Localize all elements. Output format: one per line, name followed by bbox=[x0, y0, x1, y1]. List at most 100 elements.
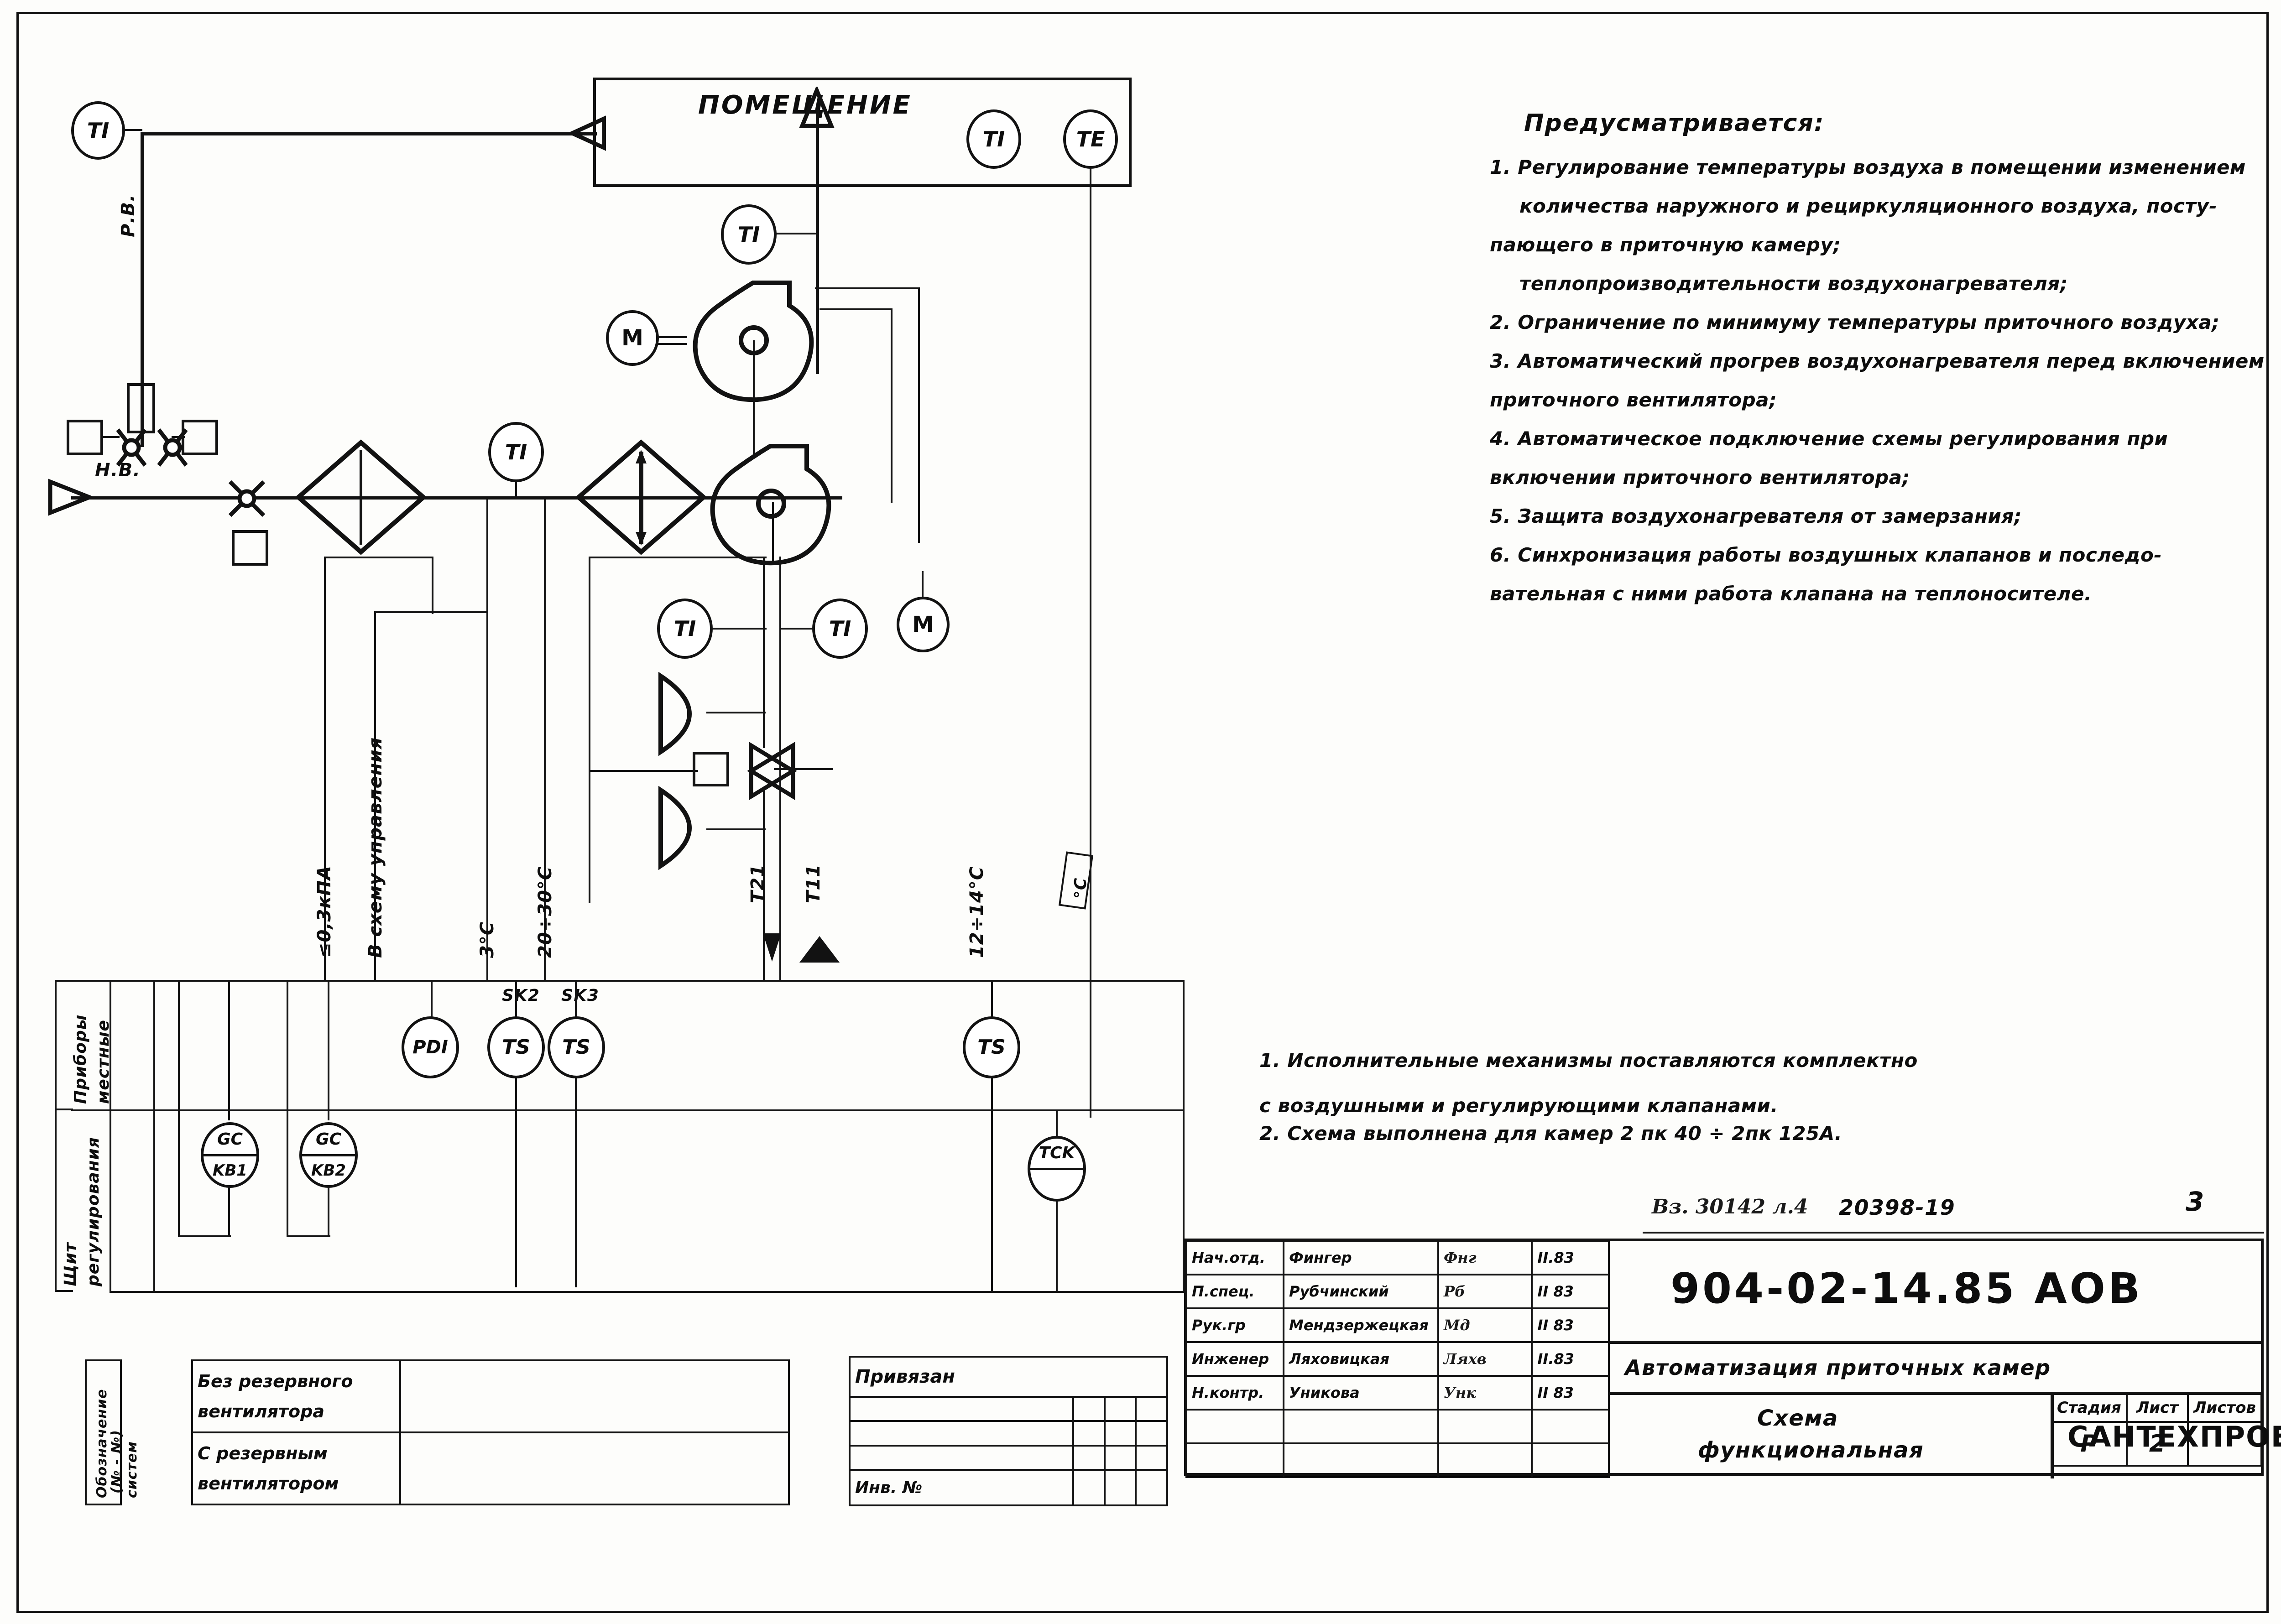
instrument-tag: TE bbox=[1076, 127, 1105, 151]
wire-b bbox=[178, 981, 180, 1236]
valve-actuator-box[interactable] bbox=[693, 752, 729, 786]
drawing-frame-outer bbox=[16, 12, 2269, 1613]
wire-a bbox=[153, 981, 155, 1291]
drawing-title: Автоматизация приточных камер bbox=[1625, 1355, 2051, 1380]
approval-name: Фингер bbox=[1283, 1240, 1439, 1275]
control-scheme-line bbox=[374, 611, 376, 981]
instrument-ti-heater-in[interactable]: TI bbox=[657, 599, 713, 659]
ti-filter-lead bbox=[515, 481, 517, 499]
approval-date bbox=[1531, 1409, 1610, 1444]
note-line: с воздушными и регулирующими клапанами. bbox=[1259, 1094, 1778, 1117]
approval-signature: Фнг bbox=[1437, 1240, 1533, 1275]
stage-value: Р bbox=[2051, 1421, 2128, 1467]
instrument-ts-sk3[interactable]: TS bbox=[548, 1016, 605, 1078]
instrument-tck[interactable]: TCK bbox=[1028, 1136, 1086, 1202]
systems-row-label-1b: вентилятора bbox=[198, 1401, 324, 1421]
switch-tag-sk3: SK3 bbox=[561, 986, 600, 1005]
instrument-ti-heater-out[interactable]: TI bbox=[812, 599, 868, 659]
ti-heater-in-lead bbox=[712, 628, 767, 630]
approval-signature bbox=[1437, 1409, 1533, 1444]
binding-cell[interactable] bbox=[1103, 1444, 1137, 1471]
approval-name bbox=[1283, 1442, 1439, 1478]
systems-table-wrap: Обозначение (№ - №) систем Без резервног… bbox=[84, 1359, 790, 1505]
approval-role bbox=[1185, 1442, 1284, 1478]
binding-cell[interactable] bbox=[848, 1396, 1075, 1422]
air-filter-icon bbox=[295, 439, 427, 555]
approval-signature bbox=[1437, 1442, 1533, 1478]
instrument-ti-supply[interactable]: TI bbox=[721, 204, 777, 265]
note-line: 2. Схема выполнена для камер 2 пк 40 ÷ 2… bbox=[1259, 1122, 1843, 1145]
systems-row-label-1: Без резервного вентилятора bbox=[191, 1359, 402, 1433]
motor-exhaust-fan[interactable]: M bbox=[606, 310, 659, 366]
binding-cell[interactable] bbox=[1103, 1396, 1137, 1422]
wire-tck2 bbox=[1056, 1200, 1058, 1291]
temp3c-line bbox=[486, 498, 488, 981]
instrument-tag-bottom: KB1 bbox=[213, 1161, 247, 1180]
binding-cell[interactable] bbox=[1072, 1469, 1106, 1506]
supply-arrow-icon bbox=[799, 87, 835, 128]
wire-ts bbox=[991, 981, 993, 1017]
systems-row-value-2[interactable] bbox=[399, 1431, 790, 1505]
binding-cell[interactable] bbox=[1103, 1469, 1137, 1506]
instrument-te-room[interactable]: TE bbox=[1063, 109, 1118, 169]
heat-return-label: Т11 bbox=[803, 864, 824, 903]
instrument-tag: PDI bbox=[412, 1037, 448, 1058]
damper-actuator-right[interactable] bbox=[182, 420, 218, 455]
instrument-ts-supply[interactable]: TS bbox=[963, 1016, 1020, 1078]
instrument-tag: TI bbox=[505, 440, 527, 464]
outside-damper-actuator[interactable] bbox=[232, 530, 268, 566]
motor-tag: M bbox=[912, 612, 934, 637]
binding-cell[interactable] bbox=[1135, 1396, 1168, 1422]
instrument-pdi-filter[interactable]: PDI bbox=[402, 1016, 459, 1078]
approval-name bbox=[1283, 1409, 1439, 1444]
note-line: 3. Автоматический прогрев воздухонагрева… bbox=[1490, 350, 2265, 372]
stage-header: Стадия bbox=[2051, 1393, 2128, 1423]
binding-cell[interactable] bbox=[1103, 1420, 1137, 1447]
instrument-ti-recirc[interactable]: TI bbox=[71, 101, 125, 160]
binding-cell[interactable] bbox=[1072, 1396, 1106, 1422]
pump-icon-2 bbox=[658, 786, 692, 870]
instrument-gc-kb2[interactable]: GC KB2 bbox=[299, 1122, 358, 1188]
air-heater-icon bbox=[575, 439, 707, 555]
doc-kind-1: Схема bbox=[1757, 1405, 1838, 1431]
notes-bottom-block: 1. Исполнительные механизмы поставляются… bbox=[1259, 1049, 1918, 1145]
systems-spacer-cell bbox=[121, 1360, 192, 1432]
brace-local-b bbox=[55, 1109, 73, 1110]
systems-row-label-2b: вентилятором bbox=[198, 1473, 339, 1494]
recirc-down-2 bbox=[141, 315, 144, 447]
sheets-header: Листов bbox=[2187, 1393, 2262, 1423]
motor-exhaust-lead bbox=[658, 336, 687, 338]
motor-exhaust-lead2 bbox=[658, 343, 687, 345]
binding-cell[interactable] bbox=[848, 1444, 1075, 1471]
instrument-ti-room[interactable]: TI bbox=[966, 109, 1021, 169]
functional-schematic: ПОМЕЩЕНИЕ TI TE TI Р.В. TI bbox=[27, 18, 1195, 1369]
instrument-gc-kb1[interactable]: GC KB1 bbox=[201, 1122, 259, 1188]
supply-duct-riser bbox=[816, 109, 819, 374]
binding-cell[interactable] bbox=[1135, 1469, 1168, 1506]
org-divider-v bbox=[2051, 1392, 2054, 1478]
approval-date: II.83 bbox=[1531, 1341, 1610, 1377]
binding-cell[interactable] bbox=[1072, 1420, 1106, 1447]
binding-cell[interactable] bbox=[1135, 1420, 1168, 1447]
motor-supply-fan[interactable]: M bbox=[897, 597, 950, 652]
damper-actuator-left[interactable] bbox=[67, 420, 103, 455]
pump-icon-1 bbox=[658, 671, 692, 756]
binding-cell[interactable] bbox=[848, 1420, 1075, 1447]
binding-cell[interactable] bbox=[1135, 1444, 1168, 1471]
systems-row-value-1[interactable] bbox=[399, 1359, 790, 1433]
binding-cell[interactable] bbox=[1072, 1444, 1106, 1471]
instrument-tag: TI bbox=[829, 616, 851, 641]
systems-side-label-3: систем bbox=[124, 1441, 140, 1498]
instrument-ts-sk2[interactable]: TS bbox=[487, 1016, 545, 1078]
systems-row-label-2: С резервным вентилятором bbox=[191, 1431, 402, 1505]
instrument-ti-filter[interactable]: TI bbox=[488, 422, 544, 482]
binding-table-wrap: Привязан Инв. № bbox=[848, 1355, 1168, 1506]
instrument-tag: TI bbox=[87, 118, 110, 143]
revision-underline bbox=[1643, 1232, 2264, 1234]
heat-supply-label: Т21 bbox=[747, 864, 768, 903]
